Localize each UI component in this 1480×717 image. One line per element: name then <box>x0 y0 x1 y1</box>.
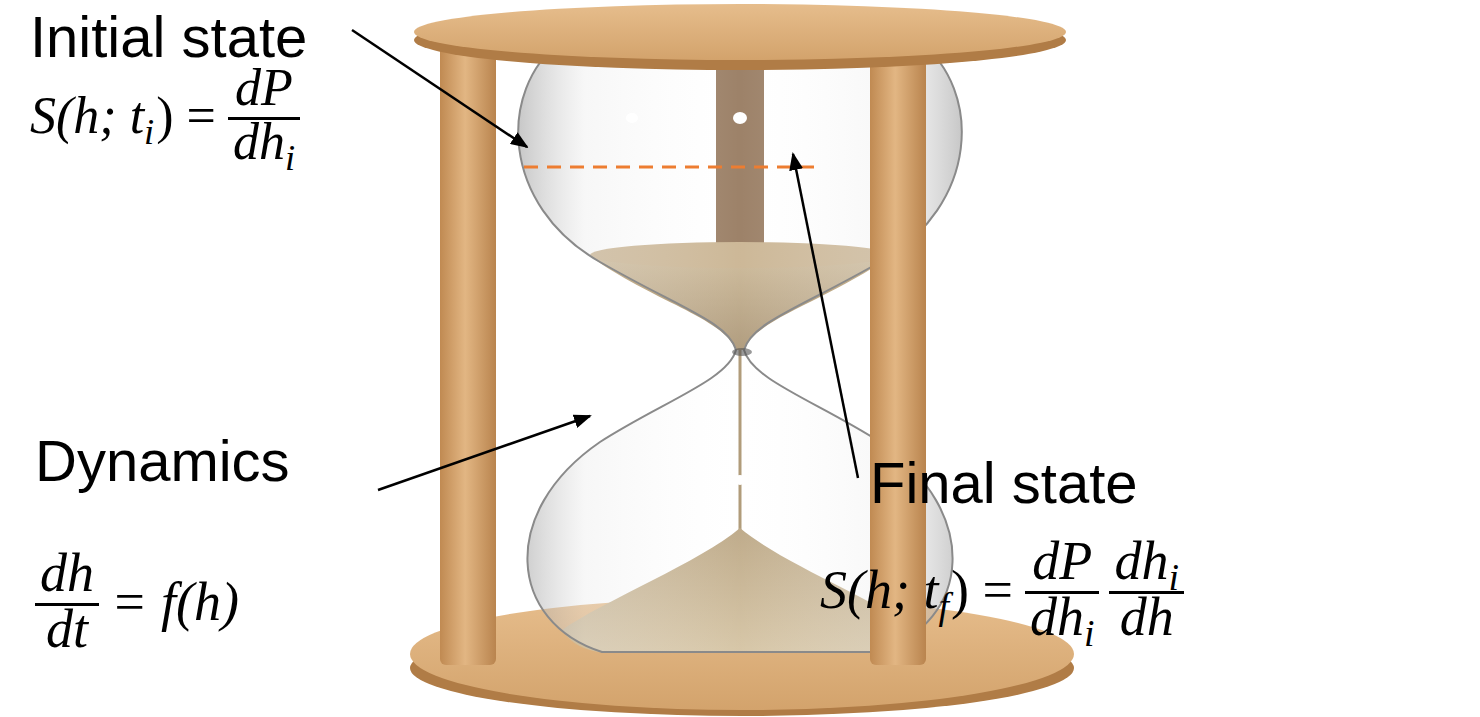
glass-neck <box>732 348 752 356</box>
math-term: dP <box>235 62 293 114</box>
glass-highlight <box>733 112 747 124</box>
fraction-bar <box>35 603 99 606</box>
top-board <box>414 4 1066 60</box>
fraction-bar <box>1109 591 1184 594</box>
leader-arrow <box>378 416 590 490</box>
math-term: ) = <box>951 563 1013 617</box>
math-term: S(h; t <box>820 563 938 617</box>
initial-level-line <box>524 166 822 169</box>
side-pillar <box>440 45 496 665</box>
math-term: ) = <box>156 90 216 142</box>
leader-arrow <box>352 30 527 147</box>
state-label: Initial state <box>30 4 307 71</box>
fraction-bar <box>228 117 300 120</box>
math-term: dh <box>1120 590 1174 644</box>
subscript: i <box>285 140 295 176</box>
glass-highlight <box>735 475 745 485</box>
state-label: Dynamics <box>35 428 290 495</box>
math-term: dh <box>40 546 94 600</box>
math-term: dh <box>233 116 285 168</box>
fraction-bar <box>1025 591 1100 594</box>
state-label: Final state <box>870 450 1138 517</box>
math-term: dh <box>1030 590 1084 644</box>
math-term: = f(h) <box>111 575 239 629</box>
math-term: dP <box>1032 534 1092 588</box>
math-term: dt <box>46 602 88 656</box>
subscript: i <box>144 114 154 150</box>
glass-highlight <box>626 113 638 123</box>
leader-arrow <box>793 154 858 478</box>
math-term: S(h; t <box>30 90 144 142</box>
math-term: dh <box>1114 534 1168 588</box>
subscript: f <box>938 588 949 626</box>
subscript: i <box>1084 615 1095 653</box>
